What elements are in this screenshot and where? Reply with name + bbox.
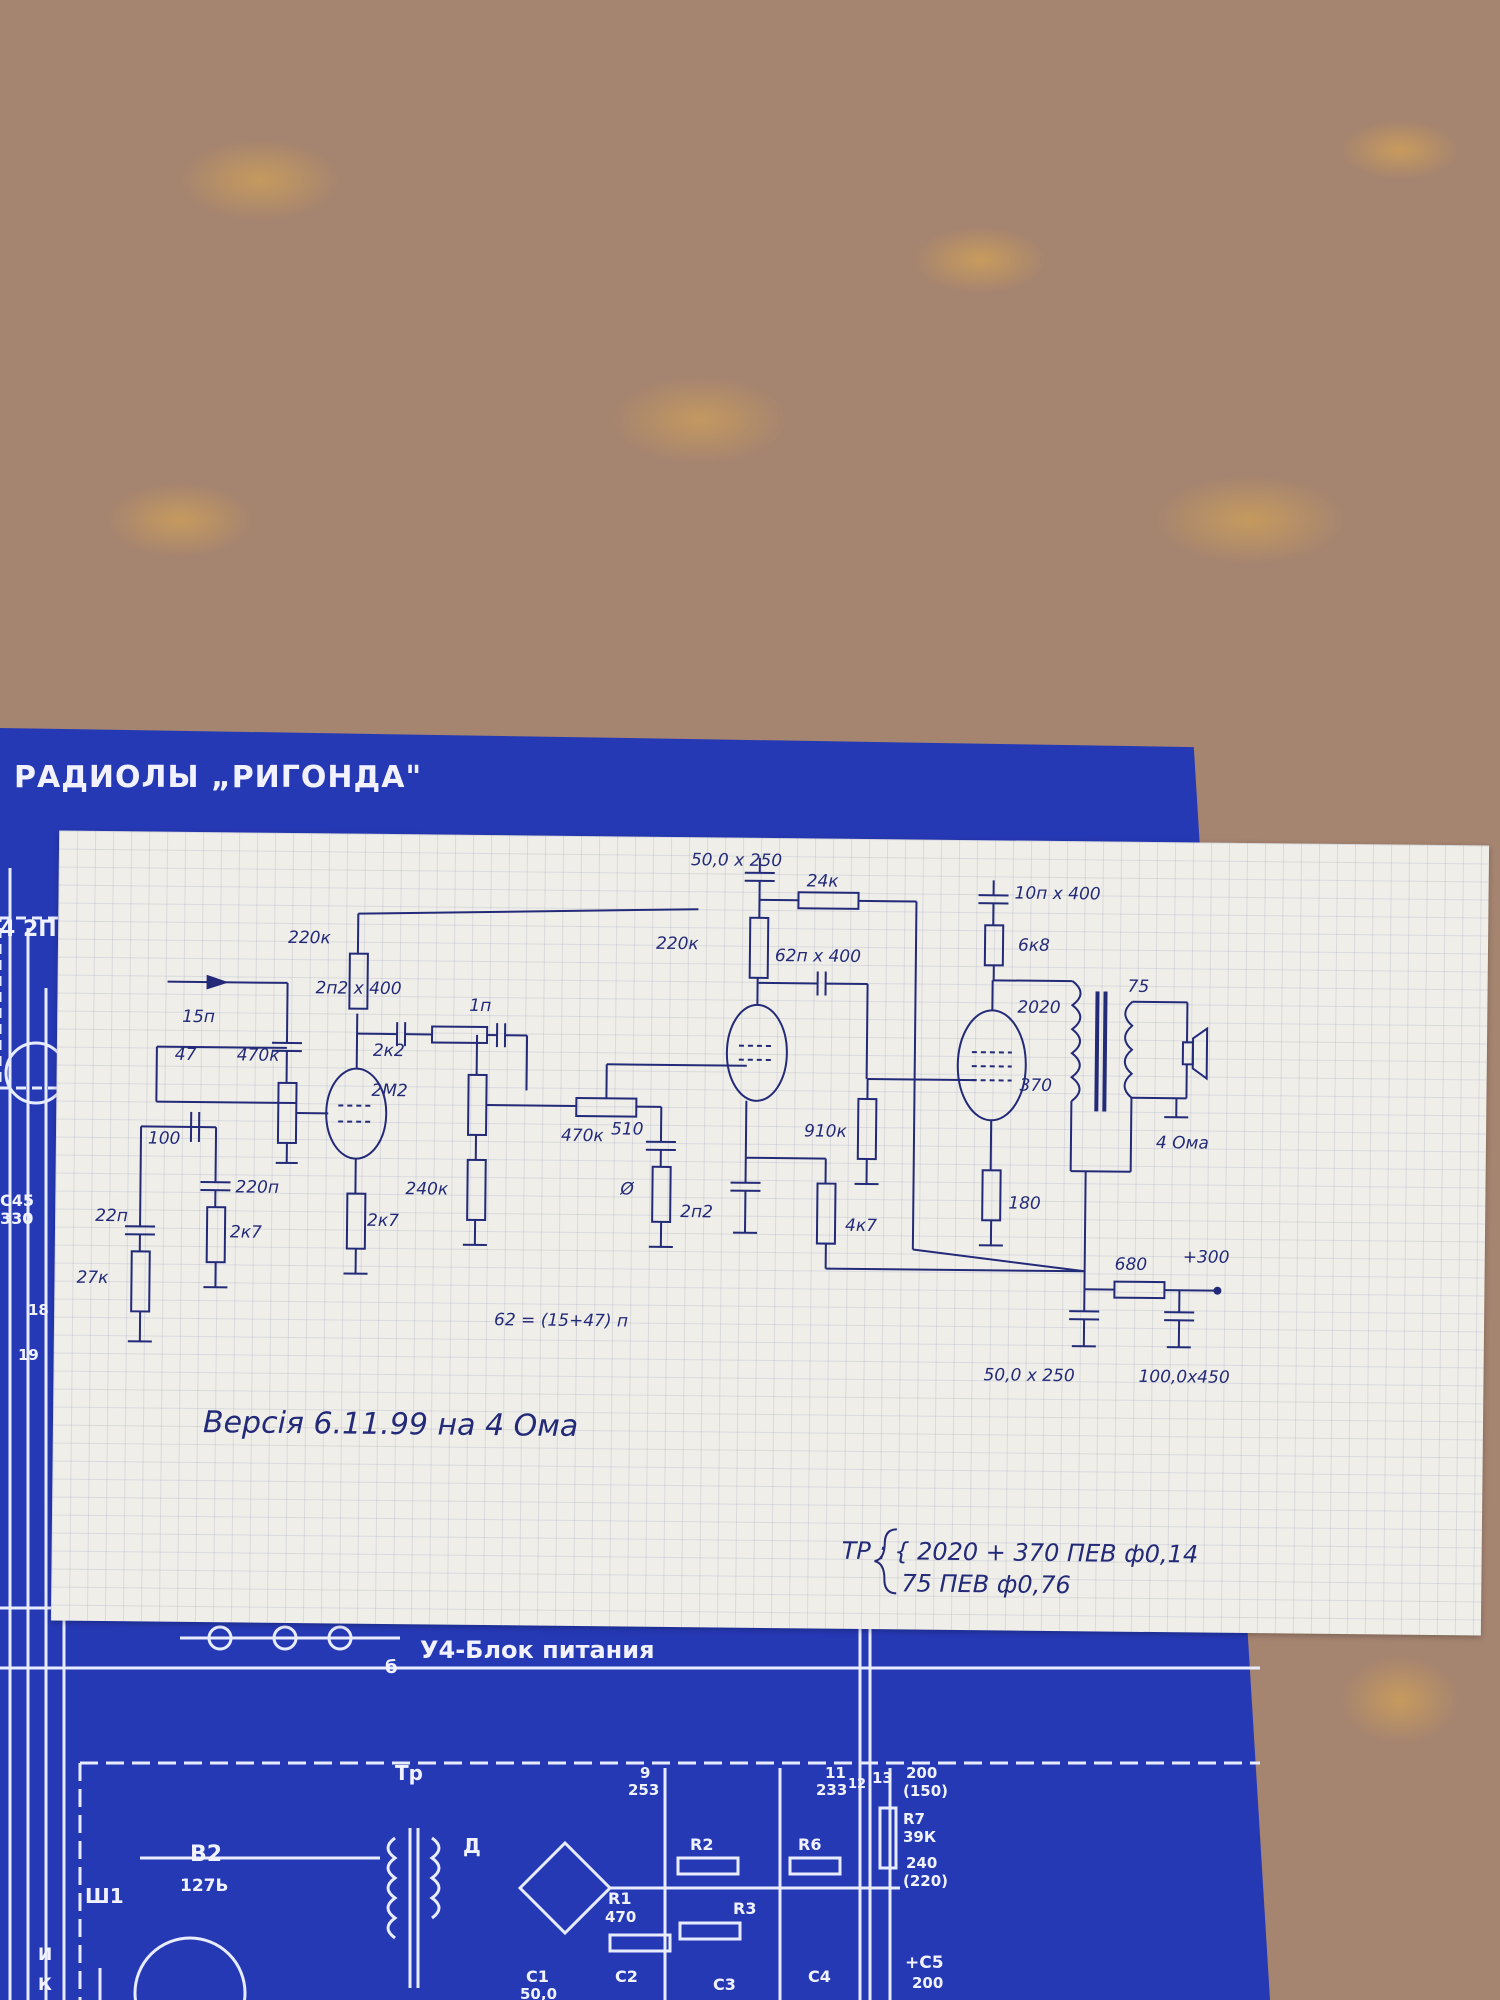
resistor-2k7-b [345, 1192, 367, 1250]
label-r-910k: 910к [804, 1121, 848, 1141]
label-v-300: +300 [1183, 1247, 1230, 1267]
resistor-4k7 [815, 1182, 837, 1245]
label-c-top: 50,0 x 250 [691, 850, 782, 871]
pot-470k [276, 1081, 298, 1145]
r6-label: R6 [798, 1835, 821, 1854]
resistor-180 [981, 1169, 1002, 1222]
pot-470k-b [575, 1096, 638, 1118]
r2-label: R2 [690, 1835, 713, 1854]
label-w-75: 75 [1127, 977, 1149, 997]
n11-label: 11 [825, 1764, 846, 1782]
r1-label: R1 [608, 1889, 631, 1908]
label-r-220k-a: 220к [288, 928, 332, 948]
label-formula: 62 = (15+47) п [494, 1310, 628, 1331]
label-c-15n: 15п [182, 1007, 215, 1027]
label-c-10n: 10п x 400 [1014, 884, 1100, 905]
resistor-2k7-a [205, 1206, 227, 1264]
n9-label: 9 [640, 1764, 650, 1782]
c1-value: 50,0 [520, 1985, 557, 2000]
sh1-label: Ш1 [85, 1884, 124, 1908]
tr-note-line2: 75 ПЕВ ф0,76 [901, 1569, 1071, 1599]
d-label: Д [463, 1834, 481, 1858]
c3-label: С3 [713, 1975, 736, 1994]
c5-value: 200 [912, 1974, 943, 1992]
label-c-22n: 22п [95, 1206, 128, 1226]
label-r-240k: 240к [405, 1179, 449, 1199]
label-c-47: 47 [175, 1045, 197, 1065]
v220-label: (220) [903, 1872, 948, 1890]
label-r-2k7-b: 2к7 [367, 1211, 399, 1231]
c45-label: С45 [0, 1191, 34, 1210]
label-r-2m2: 2М2 [371, 1081, 408, 1101]
label-r-4k7: 4к7 [845, 1216, 877, 1236]
c5-label: +С5 [905, 1953, 944, 1973]
tube-2 [725, 1003, 788, 1102]
resistor-220k-b [748, 916, 770, 979]
tr-note-line1: ТР : { 2020 + 370 ПЕВ ф0,14 [842, 1537, 1199, 1569]
label-c-2n2x400: 2п2 x 400 [315, 978, 401, 999]
resistor-6k8 [983, 924, 1005, 967]
blueprint-labels: 4 2П С45 330 18 19 Тр Д В2 127Ь Ш1 9 253… [0, 917, 948, 2000]
c1-label: С1 [526, 1967, 549, 1986]
label-r-470k-b: 470к [561, 1126, 605, 1146]
v233-label: 233 [816, 1781, 847, 1799]
version-note: Версія 6.11.99 на 4 Ома [203, 1405, 579, 1444]
resistor-2k2 [430, 1025, 489, 1045]
i-label: И [38, 1945, 52, 1965]
b2-label: В2 [190, 1842, 222, 1867]
label-c-220n: 220п [235, 1177, 279, 1197]
resistor-zero [651, 1165, 672, 1223]
label-speaker: 4 Ома [1156, 1133, 1209, 1154]
label-c-1n: 1п [469, 996, 491, 1016]
label-c-100: 100 [148, 1128, 181, 1148]
block-label: У4-Блок питания [420, 1636, 655, 1664]
r7-value: 39К [903, 1828, 937, 1846]
resistor-27k [130, 1250, 151, 1313]
resistor-24k [797, 891, 860, 910]
r3-label: R3 [733, 1899, 756, 1918]
label-c-50x250: 50,0 x 250 [983, 1365, 1074, 1386]
schematic-drawing: 50,0 x 250 24к 10п x 400 6к8 220к 220к 2… [76, 850, 1230, 1599]
label-r-470k-a: 470к [237, 1045, 281, 1065]
c45-value: 330 [0, 1209, 33, 1228]
c2-label: С2 [615, 1967, 638, 1986]
label-r-180: 180 [1008, 1193, 1041, 1213]
label-r-220k-b: 220к [656, 934, 700, 954]
label-zero: Ø [619, 1179, 634, 1199]
label-r-680: 680 [1115, 1255, 1148, 1275]
label-r-6k8: 6к8 [1018, 936, 1050, 956]
label-c-100x450: 100,0x450 [1138, 1367, 1229, 1388]
label-c-62n: 62п x 400 [775, 946, 861, 967]
pot-2m2 [467, 1073, 488, 1137]
label-c-510: 510 [611, 1119, 644, 1139]
label-w-370: 370 [1019, 1076, 1052, 1096]
v200-label: 200 [906, 1764, 937, 1782]
label-r-2k7-a: 2к7 [230, 1222, 262, 1242]
tube-label: 4 2П [0, 917, 57, 942]
schematic-sheet: 50,0 x 250 24к 10п x 400 6к8 220к 220к 2… [50, 830, 1490, 1636]
c4-label: С4 [808, 1967, 831, 1986]
b2-value: 127Ь [180, 1876, 228, 1896]
label-r-2k2: 2к2 [373, 1041, 405, 1061]
label-c-2n2: 2п2 [680, 1202, 713, 1222]
tr-label: Тр [395, 1761, 423, 1785]
resistor-680 [1113, 1280, 1166, 1300]
v240-label: 240 [906, 1854, 937, 1872]
label-r-27k: 27к [76, 1268, 109, 1288]
v253-label: 253 [628, 1781, 659, 1799]
v150-label: (150) [903, 1782, 948, 1800]
k-label: К [38, 1975, 52, 1995]
resistor-910k [856, 1097, 878, 1161]
label-w-2020: 2020 [1017, 998, 1060, 1018]
pin19-label: 19 [18, 1346, 39, 1364]
r1-value: 470 [605, 1908, 636, 1926]
resistor-240k [466, 1158, 487, 1222]
pin18-label: 18 [28, 1301, 49, 1319]
label-r-24k: 24к [807, 871, 840, 891]
n12-label: 12 [848, 1777, 866, 1792]
b-label: б [385, 1657, 398, 1678]
blueprint-title: РАДИОЛЫ „РИГОНДА" [14, 760, 423, 795]
r7-label: R7 [903, 1810, 925, 1828]
n13-label: 13 [872, 1769, 893, 1787]
